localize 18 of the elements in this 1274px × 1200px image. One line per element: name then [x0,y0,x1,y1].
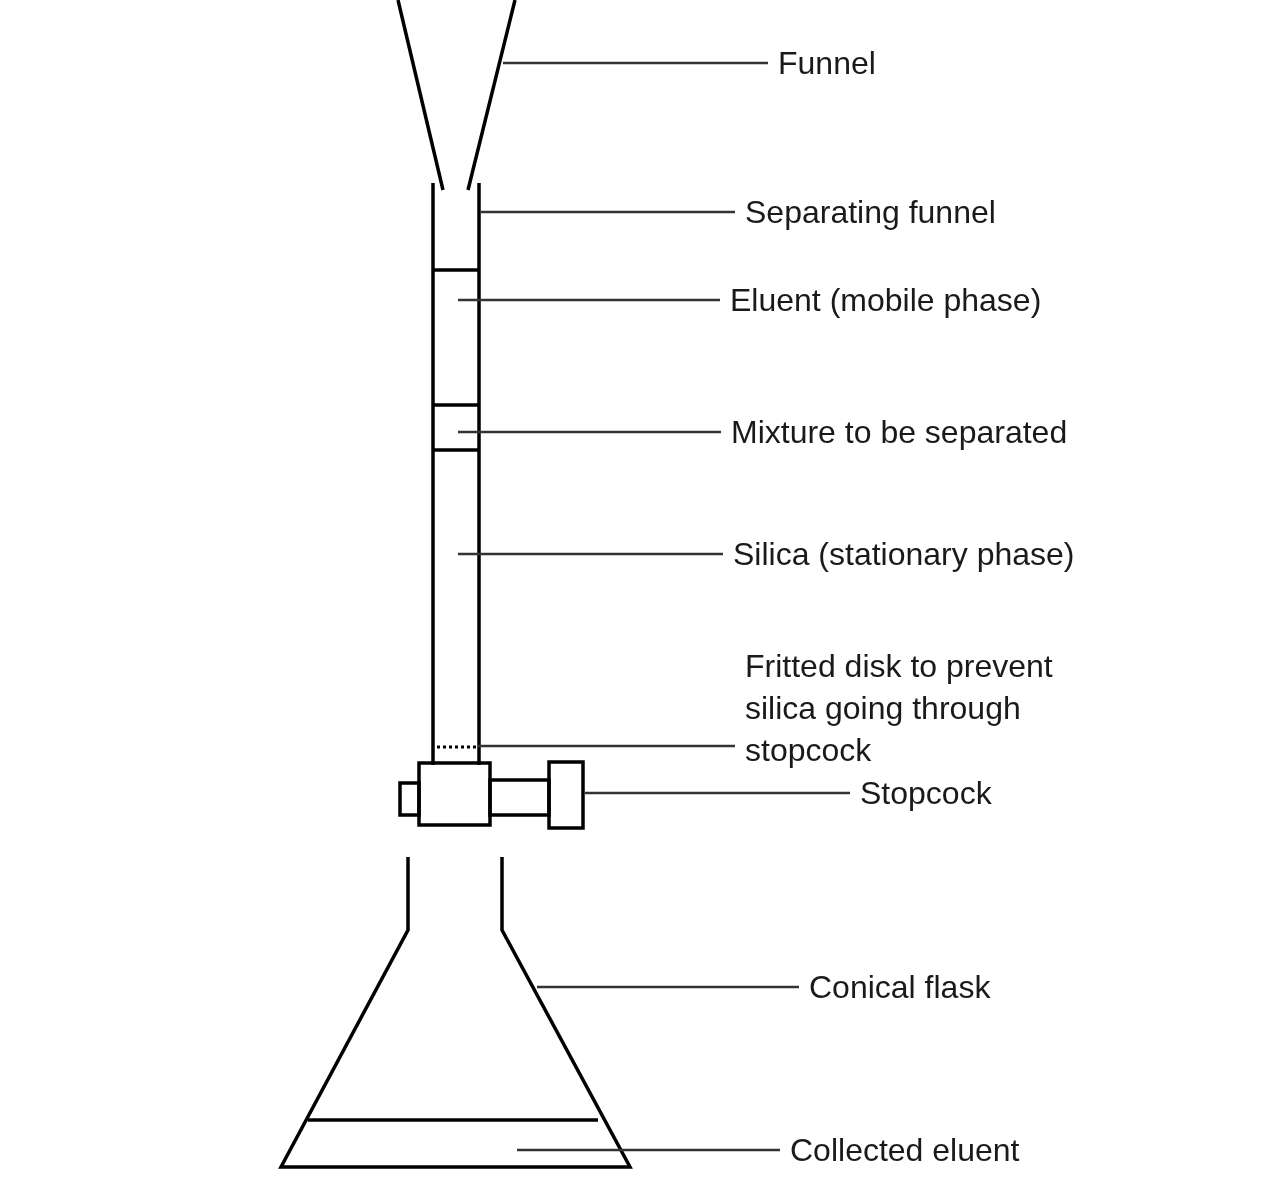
part-label: Funnel [778,42,876,84]
part-label: Conical flask [809,966,991,1008]
part-label: Eluent (mobile phase) [730,279,1042,321]
leader-line [458,552,723,556]
leader-line [458,298,720,302]
part-label: Stopcock [860,772,992,814]
part-label: Collected eluent [790,1129,1020,1171]
part-label: Separating funnel [745,191,996,233]
part-label: Fritted disk to prevent silica going through stopcock [745,645,1081,771]
leader-line [503,61,768,65]
part-label: Silica (stationary phase) [733,533,1075,575]
part-label: Mixture to be separated [731,411,1068,453]
leader-line [585,791,850,795]
leader-line [458,430,721,434]
leader-line [478,744,735,748]
leader-line [537,985,799,989]
leader-line [517,1148,780,1152]
leader-line [481,210,735,214]
